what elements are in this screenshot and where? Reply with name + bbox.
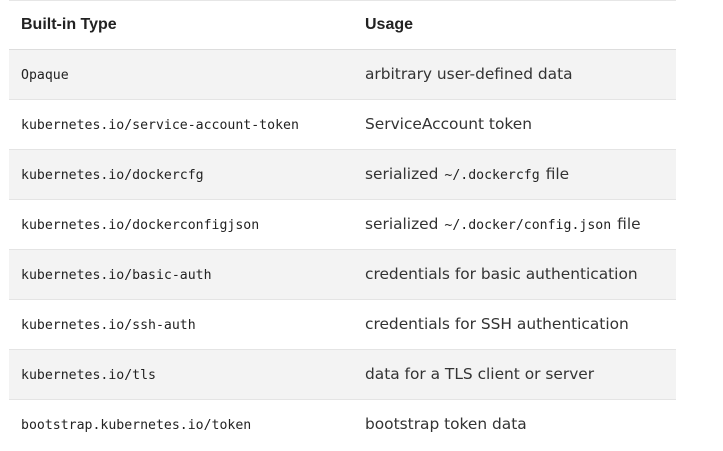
type-cell: bootstrap.kubernetes.io/token — [9, 399, 346, 449]
table-row: kubernetes.io/dockerconfigjson serialize… — [9, 199, 676, 250]
table-row: kubernetes.io/basic-auth credentials for… — [9, 249, 676, 300]
usage-text-suffix: file — [617, 215, 641, 233]
usage-cell: serialized ~/.docker/config.json file — [346, 199, 676, 250]
type-code: kubernetes.io/tls — [21, 367, 156, 383]
table-body: Opaque arbitrary user-defined data kuber… — [9, 49, 676, 449]
table-row: kubernetes.io/tls data for a TLS client … — [9, 349, 676, 400]
usage-cell: serialized ~/.dockercfg file — [346, 149, 676, 200]
usage-cell: credentials for basic authentication — [346, 249, 676, 300]
usage-text: arbitrary user-defined data — [365, 65, 573, 83]
usage-text: ServiceAccount token — [365, 115, 532, 133]
type-code: kubernetes.io/dockerconfigjson — [21, 217, 260, 233]
usage-text-prefix: serialized — [365, 215, 439, 233]
usage-text-suffix: file — [545, 165, 570, 183]
type-code: bootstrap.kubernetes.io/token — [21, 417, 252, 433]
usage-text: serialized ~/.dockercfg file — [365, 165, 569, 183]
header-row: Built-in Type Usage — [9, 1, 676, 50]
type-cell: kubernetes.io/dockerconfigjson — [9, 199, 346, 250]
usage-cell: ServiceAccount token — [346, 99, 676, 150]
type-cell: Opaque — [9, 49, 346, 100]
usage-cell: credentials for SSH authentication — [346, 299, 676, 350]
table-row: kubernetes.io/ssh-auth credentials for S… — [9, 299, 676, 350]
type-cell: kubernetes.io/tls — [9, 349, 346, 400]
usage-cell: arbitrary user-defined data — [346, 49, 676, 100]
usage-text: data for a TLS client or server — [365, 365, 595, 383]
table-row: Opaque arbitrary user-defined data — [9, 49, 676, 100]
table-row: kubernetes.io/dockercfg serialized ~/.doc… — [9, 149, 676, 200]
usage-inline-code: ~/.docker/config.json — [444, 218, 612, 233]
header-usage: Usage — [346, 1, 676, 50]
usage-cell: bootstrap token data — [346, 399, 676, 449]
type-cell: kubernetes.io/dockercfg — [9, 149, 346, 200]
type-cell: kubernetes.io/ssh-auth — [9, 299, 346, 350]
header-built-in-type: Built-in Type — [9, 1, 346, 50]
secret-types-table: Built-in Type Usage Opaque arbitrary use… — [9, 1, 676, 449]
usage-text: credentials for SSH authentication — [365, 315, 629, 333]
table-top-rule — [9, 0, 676, 1]
type-code: kubernetes.io/dockercfg — [21, 167, 204, 183]
type-code: kubernetes.io/basic-auth — [21, 267, 212, 283]
table-row: bootstrap.kubernetes.io/token bootstrap … — [9, 399, 676, 449]
type-code: kubernetes.io/ssh-auth — [21, 317, 196, 333]
usage-text: bootstrap token data — [365, 415, 527, 433]
table-row: kubernetes.io/service-account-token Serv… — [9, 99, 676, 150]
type-cell: kubernetes.io/basic-auth — [9, 249, 346, 300]
table-header: Built-in Type Usage — [9, 1, 676, 50]
usage-cell: data for a TLS client or server — [346, 349, 676, 400]
type-code: kubernetes.io/service-account-token — [21, 117, 299, 133]
usage-inline-code: ~/.dockercfg — [444, 168, 540, 183]
type-cell: kubernetes.io/service-account-token — [9, 99, 346, 150]
usage-text-prefix: serialized — [365, 165, 439, 183]
usage-text: serialized ~/.docker/config.json file — [365, 215, 641, 233]
usage-text: credentials for basic authentication — [365, 265, 638, 283]
type-code: Opaque — [21, 67, 69, 83]
